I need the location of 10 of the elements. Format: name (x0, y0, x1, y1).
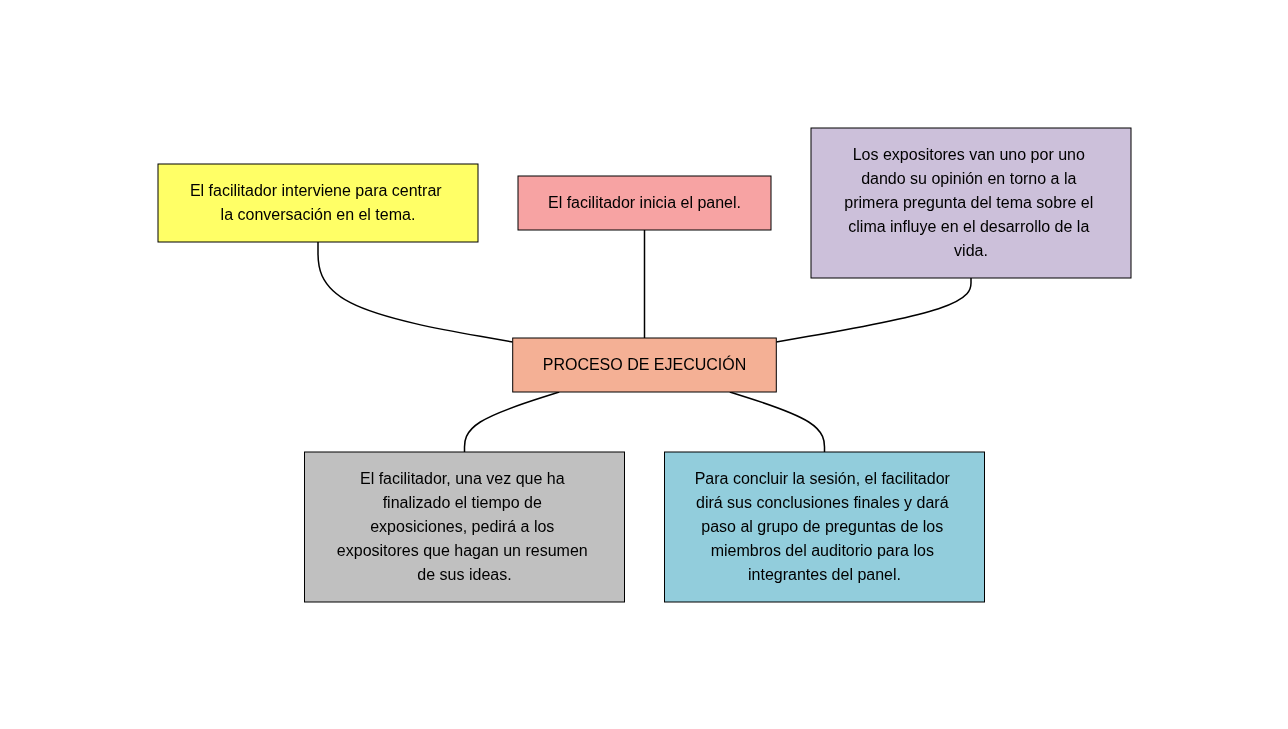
connector (643, 228, 645, 339)
node-box: Los expositores van uno por uno dando su opinión en torno a la primera pregunta del tema sobre el clima influye en el desarrollo de la vida. (810, 127, 1131, 278)
connector (775, 276, 972, 343)
node-box: PROCESO DE EJECUCIÓN (511, 337, 777, 392)
node-box: El facilitador inicia el panel. (517, 175, 771, 230)
node-box: Para concluir la sesión, el facilitador dirá sus conclusiones finales y dará paso al grupo de preguntas de los miembros del auditorio para los integrantes del panel. (663, 451, 985, 602)
node-box: El facilitador, una vez que ha finalizado el tiempo de exposiciones, pedirá a los expositores que hagan un resumen de sus ideas. (303, 451, 625, 602)
node-box: El facilitador interviene para centrar la conversación en el tema. (157, 163, 478, 242)
connector (316, 240, 513, 343)
connector (463, 390, 560, 453)
